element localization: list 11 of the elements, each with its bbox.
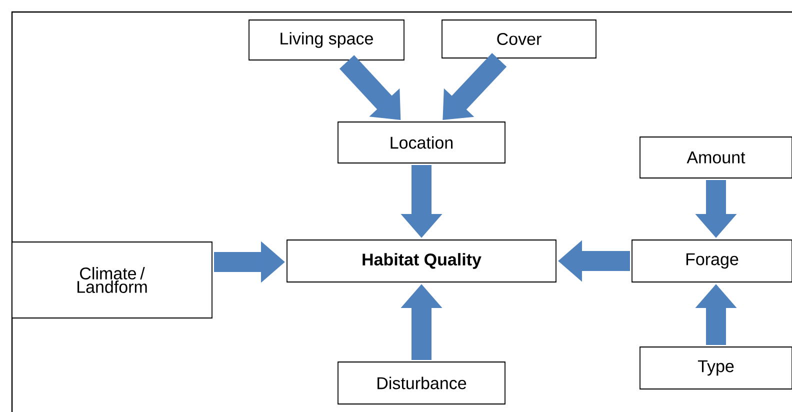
text-box: Disturbance — [338, 362, 506, 404]
text-box: Habitat Quality — [286, 240, 556, 282]
text-box: Location — [338, 122, 506, 164]
text-box: Living space — [248, 20, 404, 60]
text-box: Climate / Landform — [12, 242, 212, 318]
text-box: Cover — [442, 20, 596, 58]
block-arrow — [339, 55, 401, 120]
text-box: Amount — [640, 136, 792, 178]
text-box: Forage — [632, 240, 792, 282]
block-arrow — [442, 53, 507, 120]
text-box: Type — [640, 346, 792, 390]
